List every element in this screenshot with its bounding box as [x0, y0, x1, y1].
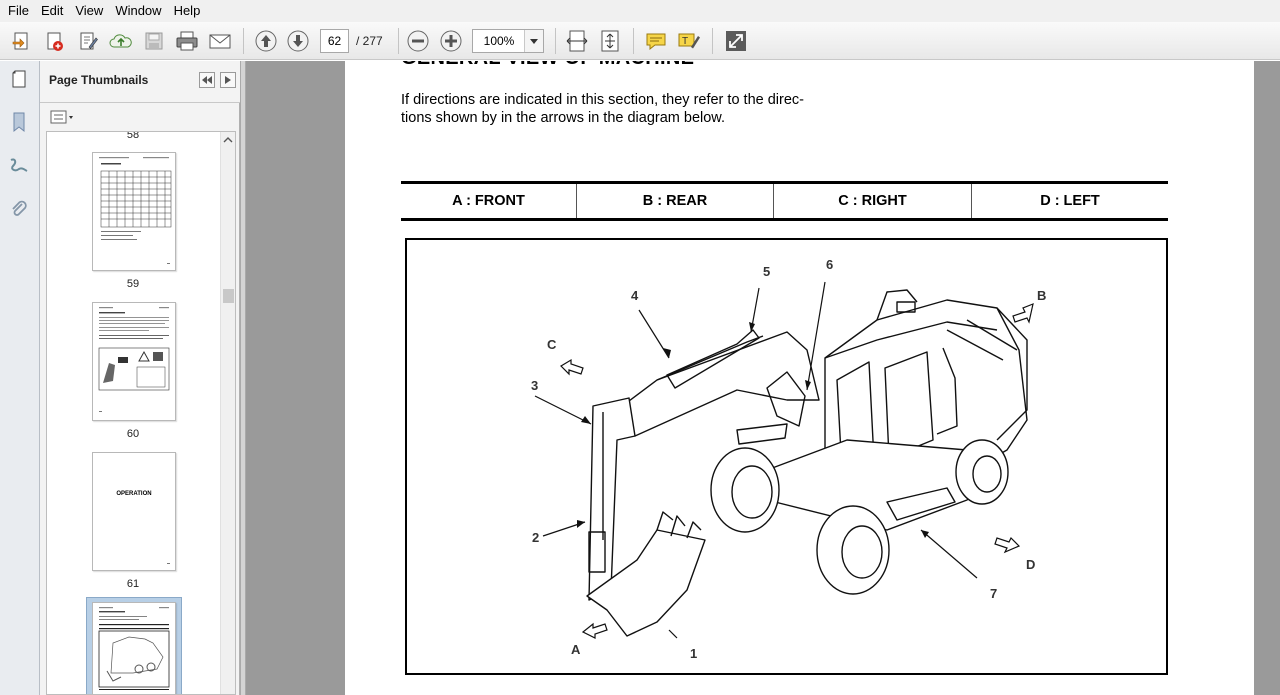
thumbnail-label: 58	[126, 131, 140, 141]
thumbnail-list[interactable]: 58 59	[46, 131, 236, 695]
zoom-in-icon[interactable]	[437, 27, 465, 55]
panel-header: Page Thumbnails	[40, 61, 240, 103]
navigation-rail	[0, 61, 40, 695]
direction-cell: D : LEFT	[971, 184, 1168, 218]
intro-line-1: If directions are indicated in this sect…	[401, 92, 804, 108]
direction-cell: B : REAR	[576, 184, 773, 218]
direction-cell: A : FRONT	[452, 193, 525, 209]
callout-3: 3	[531, 378, 539, 393]
expand-icon[interactable]	[722, 27, 750, 55]
callout-1: 1	[690, 646, 698, 661]
previous-page-icon[interactable]	[252, 27, 280, 55]
menu-edit[interactable]: Edit	[40, 3, 64, 18]
menu-view[interactable]: View	[75, 3, 104, 18]
toolbar-divider	[243, 28, 244, 54]
fit-page-icon[interactable]	[596, 27, 624, 55]
attachments-icon[interactable]	[6, 196, 32, 222]
thumbnail-page-60[interactable]	[92, 302, 176, 421]
direction-letter-a: A	[571, 642, 581, 657]
menu-help[interactable]: Help	[173, 3, 201, 18]
intro-line-2: tions shown by in the arrows in the diag…	[401, 110, 726, 126]
excavator-illustration	[586, 289, 1028, 637]
intro-paragraph: If directions are indicated in this sect…	[401, 91, 851, 127]
toolbar-divider	[633, 28, 634, 54]
highlight-text-icon[interactable]: T	[675, 27, 703, 55]
zoom-out-icon[interactable]	[404, 27, 432, 55]
next-page-icon[interactable]	[284, 27, 312, 55]
toolbar-divider	[398, 28, 399, 54]
callout-7: 7	[990, 586, 998, 601]
page-number-input[interactable]: 62	[320, 29, 349, 53]
menu-file[interactable]: File	[8, 3, 29, 18]
thumbnail-options-icon[interactable]	[50, 108, 78, 126]
zoom-select[interactable]: 100%	[472, 29, 544, 53]
callout-5: 5	[763, 264, 771, 279]
open-file-icon[interactable]	[8, 27, 36, 55]
thumbnail-page-59[interactable]	[92, 152, 176, 271]
page-content-clip: GENERAL VIEW OF MACHINE	[345, 61, 1254, 695]
thumbnail-label: 61	[126, 578, 140, 590]
page-footer-mark	[167, 563, 170, 564]
thumbnail-page-62[interactable]	[92, 602, 176, 694]
excavator-diagram: 4 5 6 3 2 1 7 A B C D	[405, 238, 1168, 675]
callout-6: 6	[826, 257, 834, 272]
page-heading: GENERAL VIEW OF MACHINE	[401, 61, 694, 70]
svg-text:T: T	[682, 36, 688, 47]
direction-letter-b: B	[1037, 288, 1047, 303]
chevron-down-icon[interactable]	[524, 30, 543, 52]
menu-bar: File Edit View Window Help	[0, 0, 1280, 22]
scroll-up-icon[interactable]	[223, 136, 233, 144]
bookmarks-icon[interactable]	[6, 109, 32, 135]
panel-splitter[interactable]	[240, 61, 246, 695]
thumbnail-label: 60	[126, 428, 140, 440]
toolbar: T	[0, 22, 1280, 60]
upload-cloud-icon[interactable]	[107, 27, 135, 55]
directions-table: A : FRONT B : REAR C : RIGHT D : LEFT	[401, 181, 1168, 221]
callout-4: 4	[631, 288, 639, 303]
toolbar-divider	[555, 28, 556, 54]
page-thumbnails-icon[interactable]	[6, 67, 32, 93]
edit-document-icon[interactable]	[74, 27, 102, 55]
thumbnail-label: 59	[126, 278, 140, 290]
collapse-panel-icon[interactable]	[199, 72, 215, 88]
fit-width-icon[interactable]	[563, 27, 591, 55]
thumbnail-scrollbar[interactable]	[220, 132, 235, 694]
callout-2: 2	[532, 530, 540, 545]
save-icon[interactable]	[140, 27, 168, 55]
document-scroll-gutter	[1254, 61, 1280, 695]
panel-title: Page Thumbnails	[49, 73, 149, 87]
email-icon[interactable]	[206, 27, 234, 55]
zoom-value: 100%	[483, 34, 515, 48]
toolbar-divider	[712, 28, 713, 54]
print-icon[interactable]	[173, 27, 201, 55]
create-pdf-icon[interactable]	[40, 27, 68, 55]
comment-icon[interactable]	[642, 27, 670, 55]
direction-letter-d: D	[1026, 557, 1036, 572]
page-total-label: / 277	[356, 34, 383, 48]
menu-window[interactable]: Window	[115, 3, 162, 18]
thumbnails-panel: Page Thumbnails 58	[40, 61, 240, 695]
callout-leaders	[534, 281, 1034, 639]
direction-cell: C : RIGHT	[773, 184, 971, 218]
thumbnail-text: OPERATION	[116, 491, 152, 497]
direction-letter-c: C	[547, 337, 557, 352]
expand-panel-icon[interactable]	[220, 72, 236, 88]
thumbnail-page-61[interactable]: OPERATION	[92, 452, 176, 571]
scrollbar-thumb[interactable]	[223, 289, 234, 303]
signatures-icon[interactable]	[6, 153, 32, 179]
